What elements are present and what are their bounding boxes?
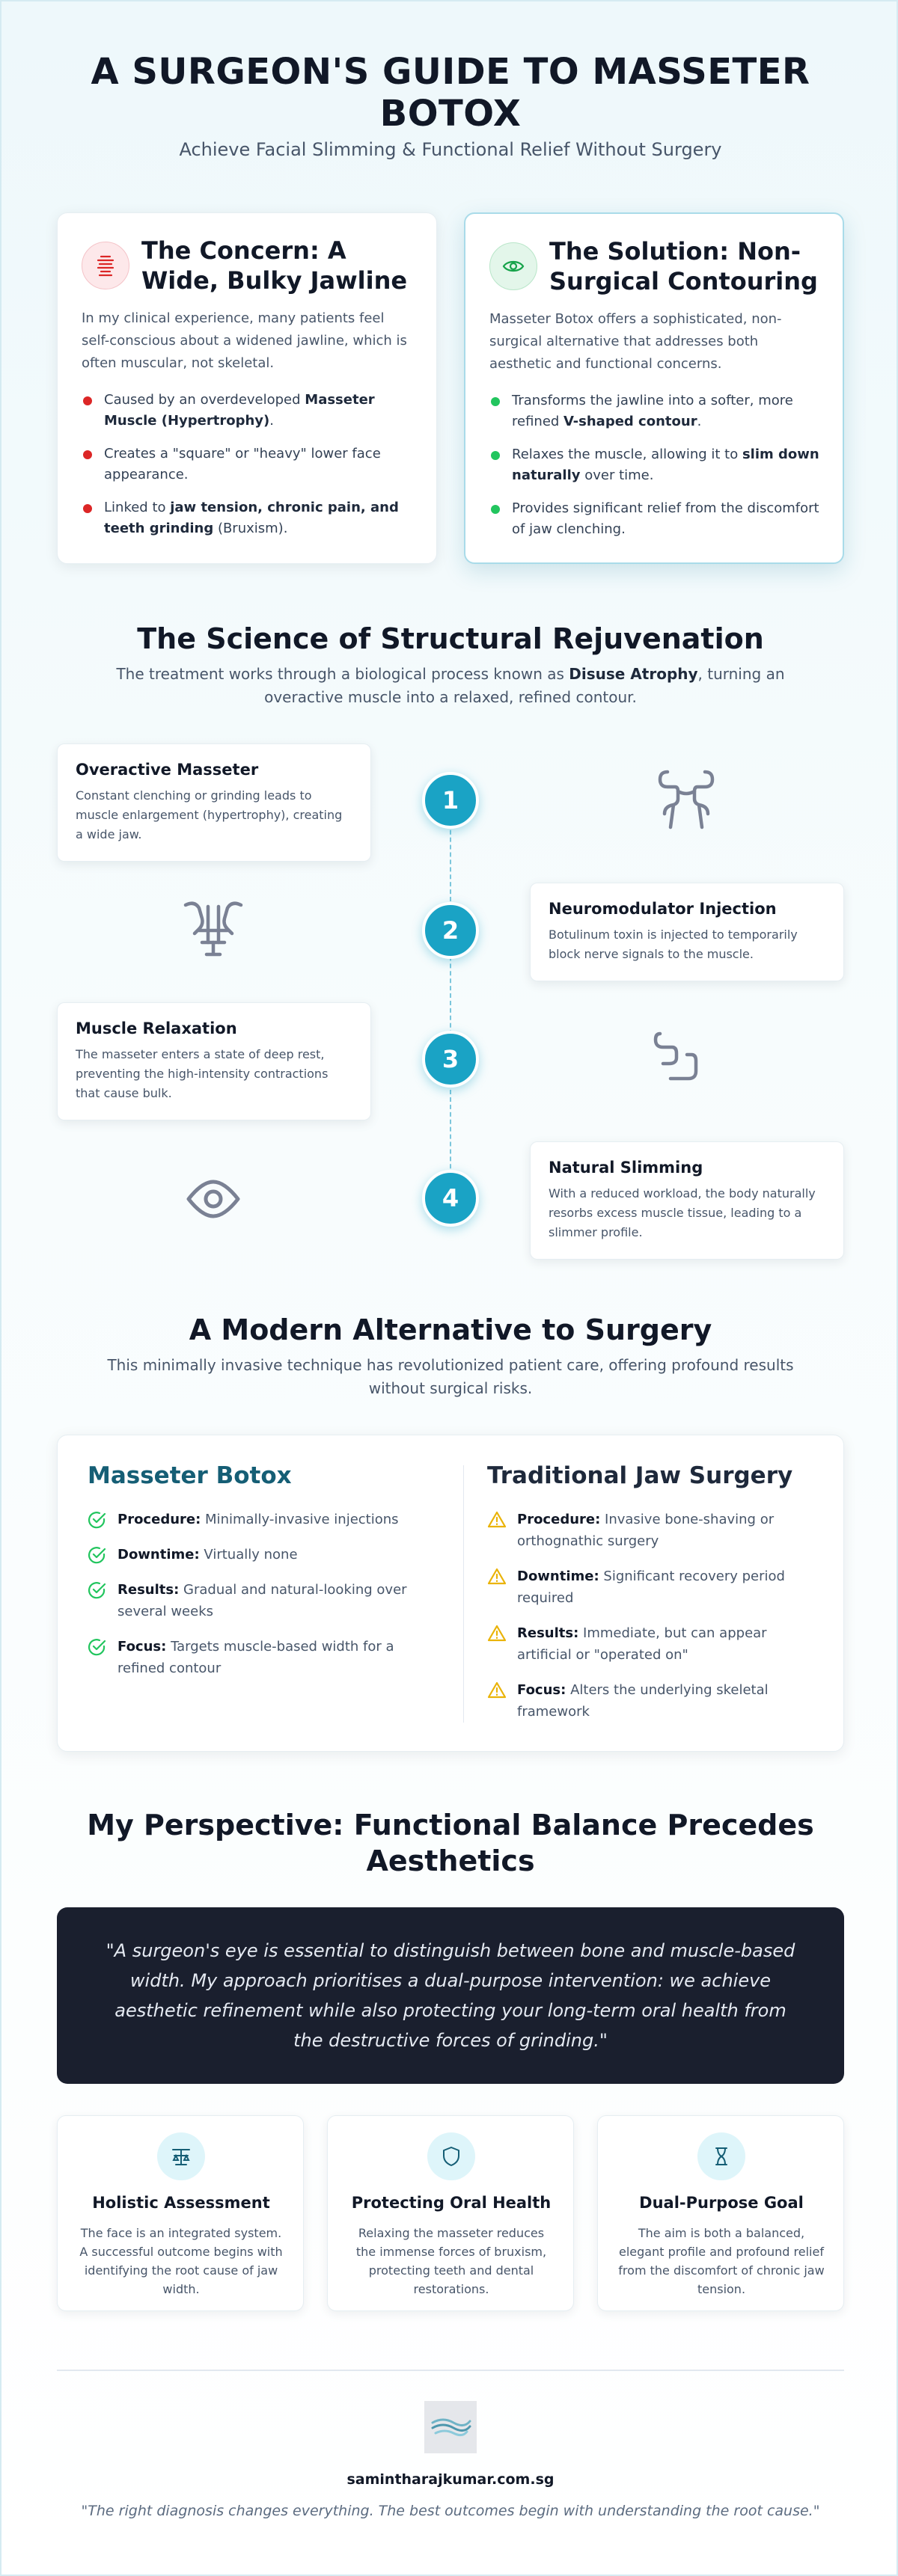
concern-intro: In my clinical experience, many patients…: [82, 310, 407, 371]
warning-triangle-icon: [487, 1568, 507, 1585]
pillar-card-2: Protecting Oral Health Relaxing the mass…: [327, 2115, 574, 2311]
timeline-line: [450, 800, 451, 1198]
list-item: Downtime: Significant recovery period re…: [487, 1565, 816, 1609]
pillar-card-3: Dual-Purpose Goal The aim is both a bala…: [597, 2115, 844, 2311]
perspective-title: My Perspective: Functional Balance Prece…: [87, 1809, 814, 1877]
concern-bullets: Caused by an overdeveloped Masseter Musc…: [82, 390, 414, 551]
page-title: A SURGEON'S GUIDE TO MASSETER BOTOX: [91, 51, 810, 135]
warning-triangle-icon: [487, 1511, 507, 1528]
list-item: Focus: Targets muscle-based width for a …: [88, 1636, 417, 1679]
warning-triangle-icon: [487, 1625, 507, 1642]
alternative-desc: This minimally invasive technique has re…: [107, 1356, 794, 1397]
list-item: Linked to jaw tension, chronic pain, and…: [82, 497, 414, 539]
step-number-2: 2: [422, 902, 479, 959]
bullet-dot-icon: [491, 451, 500, 460]
pillar-title: Protecting Oral Health: [351, 2194, 552, 2212]
check-circle-icon: [88, 1547, 106, 1564]
list-item: Downtime: Virtually none: [88, 1544, 417, 1565]
pillar-desc: The aim is both a balanced, elegant prof…: [618, 2226, 825, 2296]
balance-icon: [157, 2132, 205, 2180]
pillar-card-1: Holistic Assessment The face is an integ…: [57, 2115, 304, 2311]
check-circle-icon: [88, 1582, 106, 1599]
step-title: Neuromodulator Injection: [549, 900, 777, 918]
step-desc: Botulinum toxin is injected to temporari…: [549, 927, 798, 961]
list-item: Results: Immediate, but can appear artif…: [487, 1622, 816, 1666]
comparison-card: Masseter Botox Procedure: Minimally-inva…: [57, 1435, 844, 1752]
shield-icon: [427, 2132, 475, 2180]
surgery-list: Procedure: Invasive bone-shaving or orth…: [487, 1509, 816, 1736]
step-desc: With a reduced workload, the body natura…: [549, 1186, 816, 1239]
check-circle-icon: [88, 1512, 106, 1529]
step-title: Natural Slimming: [549, 1159, 703, 1177]
step-title: Overactive Masseter: [76, 761, 259, 779]
step-card-4: Natural Slimming With a reduced workload…: [530, 1141, 844, 1260]
pillar-title: Holistic Assessment: [92, 2194, 270, 2212]
check-circle-icon: [88, 1639, 106, 1656]
alternative-title: A Modern Alternative to Surgery: [189, 1313, 712, 1346]
science-title: The Science of Structural Rejuvenation: [137, 622, 764, 655]
science-desc: The treatment works through a biological…: [116, 665, 785, 706]
step-title: Muscle Relaxation: [76, 1019, 237, 1037]
bullet-dot-icon: [491, 505, 500, 514]
list-item: Relaxes the muscle, allowing it to slim …: [489, 444, 822, 486]
warning-triangle-icon: [487, 1681, 507, 1699]
solution-card: The Solution: Non-Surgical Contouring Ma…: [464, 212, 844, 564]
column-divider: [463, 1465, 464, 1723]
list-item: Creates a "square" or "heavy" lower face…: [82, 444, 414, 485]
solution-title: The Solution: Non-Surgical Contouring: [549, 237, 818, 295]
solution-intro: Masseter Botox offers a sophisticated, n…: [489, 311, 782, 372]
jaw-tension-icon: [82, 242, 129, 289]
bullet-dot-icon: [83, 504, 92, 513]
page-subtitle: Achieve Facial Slimming & Functional Rel…: [179, 139, 722, 160]
bullet-dot-icon: [83, 396, 92, 405]
step-number-4: 4: [422, 1170, 479, 1227]
wave-logo-icon: [424, 2401, 477, 2453]
pillar-desc: Relaxing the masseter reduces the immens…: [355, 2226, 547, 2296]
step-number-1: 1: [422, 772, 479, 829]
step-card-3: Muscle Relaxation The masseter enters a …: [57, 1002, 371, 1120]
eye-icon: [489, 242, 537, 290]
list-item: Results: Gradual and natural-looking ove…: [88, 1579, 417, 1622]
quote-box: "A surgeon's eye is essential to disting…: [57, 1907, 844, 2084]
list-item: Procedure: Minimally-invasive injections: [88, 1509, 417, 1530]
botox-list: Procedure: Minimally-invasive injections…: [88, 1509, 417, 1693]
list-item: Provides significant relief from the dis…: [489, 498, 822, 540]
hourglass-icon: [697, 2132, 745, 2180]
injection-icon: [183, 901, 243, 957]
footer-tagline: "The right diagnosis changes everything.…: [81, 2503, 820, 2519]
footer-divider: [57, 2370, 844, 2371]
pillar-desc: The face is an integrated system. A succ…: [79, 2226, 283, 2296]
concern-card: The Concern: A Wide, Bulky Jawline In my…: [57, 212, 437, 564]
muscle-icon: [658, 770, 715, 829]
quote-text: "A surgeon's eye is essential to disting…: [106, 1940, 795, 2051]
list-item: Focus: Alters the underlying skeletal fr…: [487, 1679, 816, 1723]
list-item: Caused by an overdeveloped Masseter Musc…: [82, 390, 414, 432]
botox-column-title: Masseter Botox: [88, 1462, 292, 1489]
step-desc: Constant clenching or grinding leads to …: [76, 788, 343, 841]
step-number-3: 3: [422, 1031, 479, 1088]
list-item: Transforms the jawline into a softer, mo…: [489, 390, 822, 432]
step-card-1: Overactive Masseter Constant clenching o…: [57, 743, 371, 862]
pillar-title: Dual-Purpose Goal: [639, 2194, 804, 2212]
surgery-column-title: Traditional Jaw Surgery: [487, 1462, 793, 1489]
solution-bullets: Transforms the jawline into a softer, mo…: [489, 390, 822, 552]
eye-icon: [186, 1180, 240, 1218]
relaxation-icon: [653, 1031, 698, 1081]
list-item: Procedure: Invasive bone-shaving or orth…: [487, 1509, 816, 1552]
footer-website[interactable]: samintharajkumar.com.sg: [346, 2471, 555, 2488]
bullet-dot-icon: [491, 397, 500, 406]
step-card-2: Neuromodulator Injection Botulinum toxin…: [530, 883, 844, 981]
bullet-dot-icon: [83, 450, 92, 459]
concern-title: The Concern: A Wide, Bulky Jawline: [141, 236, 408, 295]
step-desc: The masseter enters a state of deep rest…: [76, 1047, 329, 1100]
